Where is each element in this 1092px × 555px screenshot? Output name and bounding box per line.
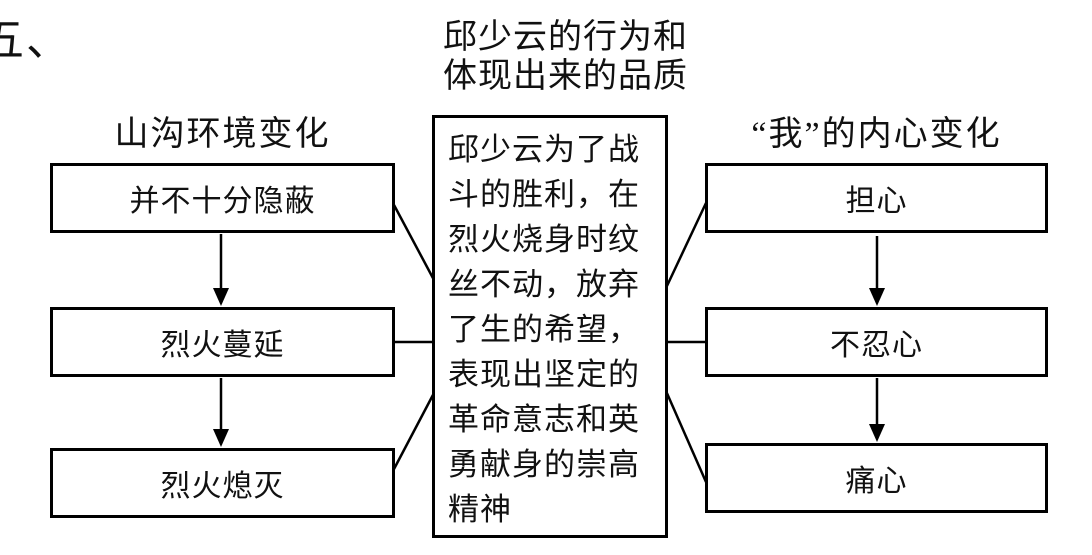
connector-left-bottom xyxy=(392,392,436,470)
right-box-feeling-1: 担心 xyxy=(705,163,1048,233)
connector-left-top xyxy=(392,204,436,281)
question-number: 五、 xyxy=(0,16,72,65)
connector-right-bottom xyxy=(664,390,708,483)
left-box-environment-1: 并不十分隐蔽 xyxy=(50,163,395,233)
left-box-environment-3: 烈火熄灭 xyxy=(50,448,395,518)
center-box-line: 邱少云为了战 xyxy=(448,132,640,167)
diagram-title-line-1: 邱少云的行为和 xyxy=(443,19,688,56)
center-box-line: 精神 xyxy=(448,492,512,527)
left-arrow-2-head xyxy=(213,429,229,447)
left-box-environment-2: 烈火蔓延 xyxy=(50,307,395,377)
connector-right-top xyxy=(664,202,708,289)
diagram-title: 邱少云的行为和 体现出来的品质 xyxy=(443,18,688,96)
right-column-header: “我”的内心变化 xyxy=(751,116,1002,153)
right-arrow-1-head xyxy=(869,288,885,306)
center-quality-box: 邱少云为了战 斗的胜利，在 烈火烧身时纹 丝不动，放弃 了生的希望， 表现出坚定… xyxy=(432,115,668,538)
right-box-feeling-3: 痛心 xyxy=(705,443,1048,513)
center-box-line: 丝不动，放弃 xyxy=(448,267,640,302)
center-box-line: 斗的胜利，在 xyxy=(448,177,640,212)
right-arrow-2-head xyxy=(869,424,885,442)
center-box-line: 烈火烧身时纹 xyxy=(448,222,640,257)
diagram-title-line-2: 体现出来的品质 xyxy=(443,58,688,95)
center-box-line: 表现出坚定的 xyxy=(448,357,640,392)
left-arrow-1-head xyxy=(213,288,229,306)
center-box-line: 革命意志和英 xyxy=(448,402,640,437)
left-column-header: 山沟环境变化 xyxy=(114,116,331,153)
right-box-feeling-2: 不忍心 xyxy=(705,307,1048,377)
center-box-line: 了生的希望， xyxy=(448,312,640,347)
center-box-line: 勇献身的崇高 xyxy=(448,447,640,482)
